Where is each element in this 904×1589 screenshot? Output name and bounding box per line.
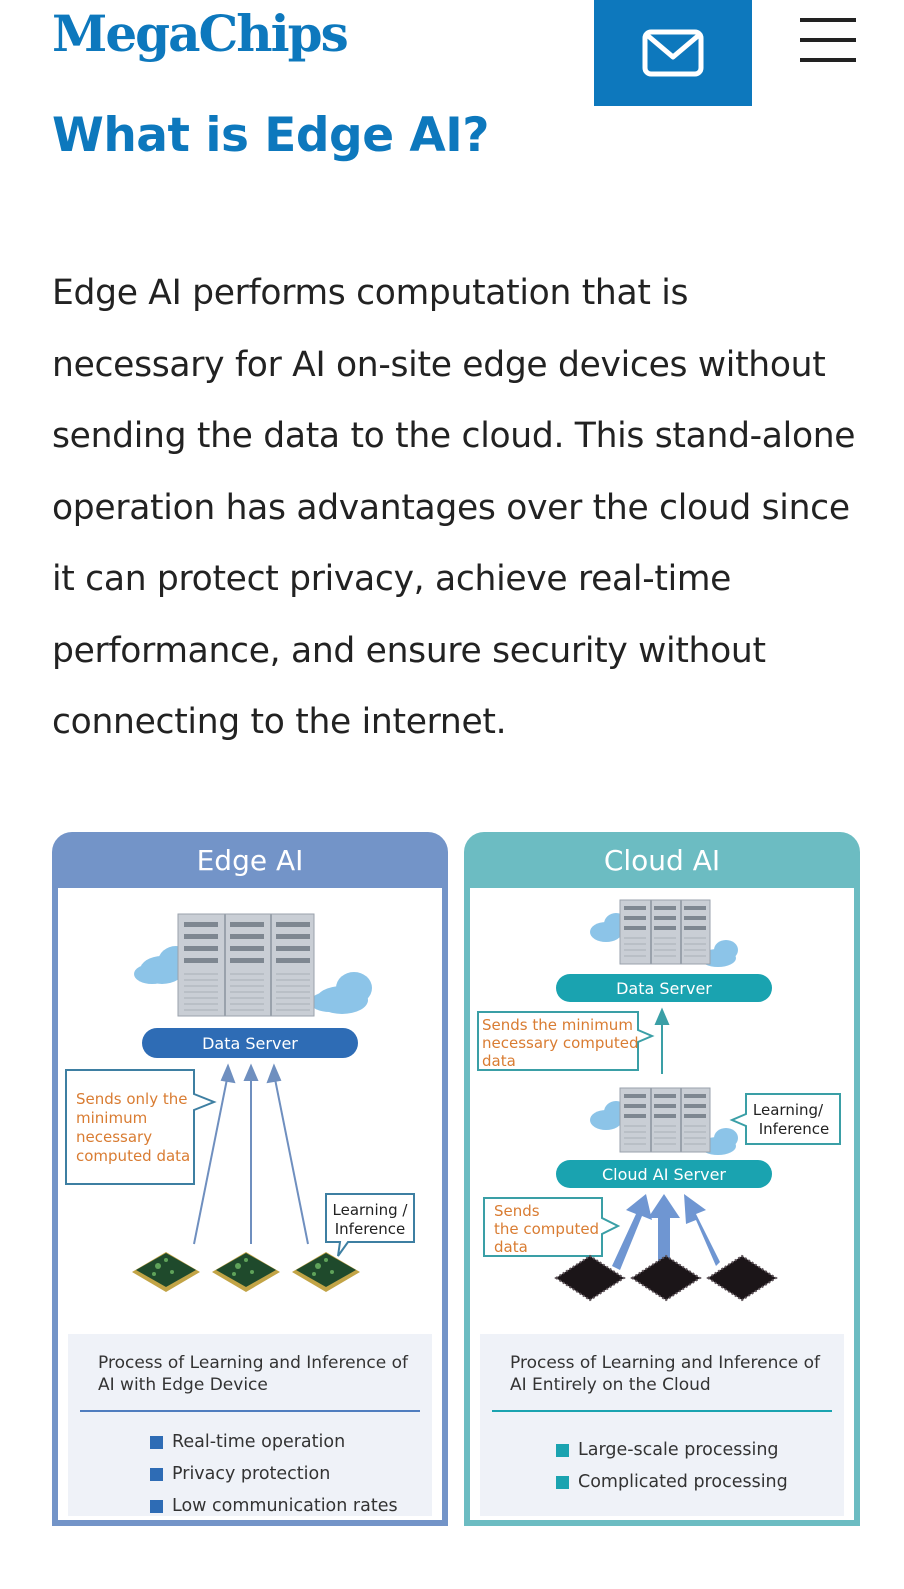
cloud-learning-inference-callout: Learning/ Inference [729,1093,841,1145]
list-item: Large-scale processing [556,1434,788,1466]
cloud-data-server-pill: Data Server [556,974,772,1002]
menu-bar-icon [800,58,856,62]
cloud-ai-summary-title: Process of Learning and Inference of AI … [510,1353,820,1395]
cloud-ai-server-label: Cloud AI Server [602,1165,726,1184]
megachips-logo[interactable]: MegaChips [52,4,349,63]
edge-data-server-label: Data Server [202,1034,298,1053]
edge-ai-summary: Process of Learning and Inference of AI … [68,1334,432,1516]
callout-line: computed data [76,1147,190,1165]
sends-computed-data-callout: Sends the computed data [483,1197,621,1257]
callout-line: necessary computed [482,1034,639,1052]
callout-line: Inference [759,1120,830,1138]
device-chip-icon [630,1254,702,1302]
callout-line: Learning / [333,1201,409,1219]
page-title: What is Edge AI? [52,108,490,163]
callout-line: data [494,1238,528,1256]
callout-line: data [482,1052,516,1070]
callout-line: necessary [76,1128,152,1146]
list-item: Privacy protection [150,1458,398,1490]
edge-device-chip-icon [292,1252,360,1292]
edge-ai-panel: Edge AI [52,832,448,1526]
callout-line: Inference [335,1220,406,1238]
cloud-data-server-label: Data Server [616,979,712,998]
summary-divider [80,1410,420,1412]
callout-line: Sends only the [76,1090,187,1108]
callout-line: Sends the minimum [482,1016,633,1034]
upload-arrow [654,1007,670,1074]
bulk-upload-arrows [612,1194,720,1270]
cloud-icon [310,972,372,1014]
hamburger-menu-button[interactable] [800,18,856,64]
menu-bar-icon [800,38,856,42]
callout-line: minimum [76,1109,147,1127]
cloud-ai-panel-body: Data Server Sends the minimum necessary … [470,888,854,1520]
callout-line: the computed [494,1220,599,1238]
edge-device-chip-icon [212,1252,280,1292]
mail-icon [642,29,704,77]
cloud-ai-panel-title: Cloud AI [603,844,721,877]
edge-ai-benefits-list: Real-time operation Privacy protection L… [150,1426,398,1522]
data-server-rack-icon [619,899,711,965]
sends-minimum-data-cloud-callout: Sends the minimum necessary computed dat… [477,1011,655,1071]
edge-ai-panel-body: Data Server Sends only the minimum neces… [58,888,442,1520]
intro-paragraph: Edge AI performs computation that is nec… [52,273,856,742]
callout-line: Learning/ [753,1101,824,1119]
device-chip-icon [706,1254,778,1302]
upload-arrows [193,1063,309,1245]
data-server-rack-icon [177,913,315,1017]
edge-learning-inference-callout: Learning / Inference [325,1193,415,1257]
site-header: MegaChips [0,0,904,110]
menu-bar-icon [800,18,856,22]
device-chip-icon [554,1254,626,1302]
cloud-ai-summary: Process of Learning and Inference of AI … [480,1334,844,1516]
edge-data-server-pill: Data Server [142,1028,358,1058]
edge-device-chip-icon [132,1252,200,1292]
edge-vs-cloud-diagram: Edge AI [52,832,860,1526]
cloud-ai-illustration: Data Server Sends the minimum necessary … [477,899,841,1302]
contact-mail-button[interactable] [594,0,752,106]
cloud-ai-server-pill: Cloud AI Server [556,1160,772,1188]
list-item: Complicated processing [556,1466,788,1498]
edge-ai-panel-title: Edge AI [196,844,304,877]
sends-minimum-data-callout: Sends only the minimum necessary compute… [65,1069,217,1185]
edge-ai-summary-title: Process of Learning and Inference of AI … [98,1353,408,1395]
list-item: Low communication rates [150,1490,398,1522]
cloud-ai-server-rack-icon [619,1087,711,1153]
summary-divider [492,1410,832,1412]
callout-line: Sends [494,1202,540,1220]
cloud-ai-panel: Cloud AI [464,832,860,1526]
edge-ai-illustration: Data Server Sends only the minimum neces… [65,913,415,1292]
cloud-ai-benefits-list: Large-scale processing Complicated proce… [556,1434,788,1498]
list-item: Real-time operation [150,1426,398,1458]
